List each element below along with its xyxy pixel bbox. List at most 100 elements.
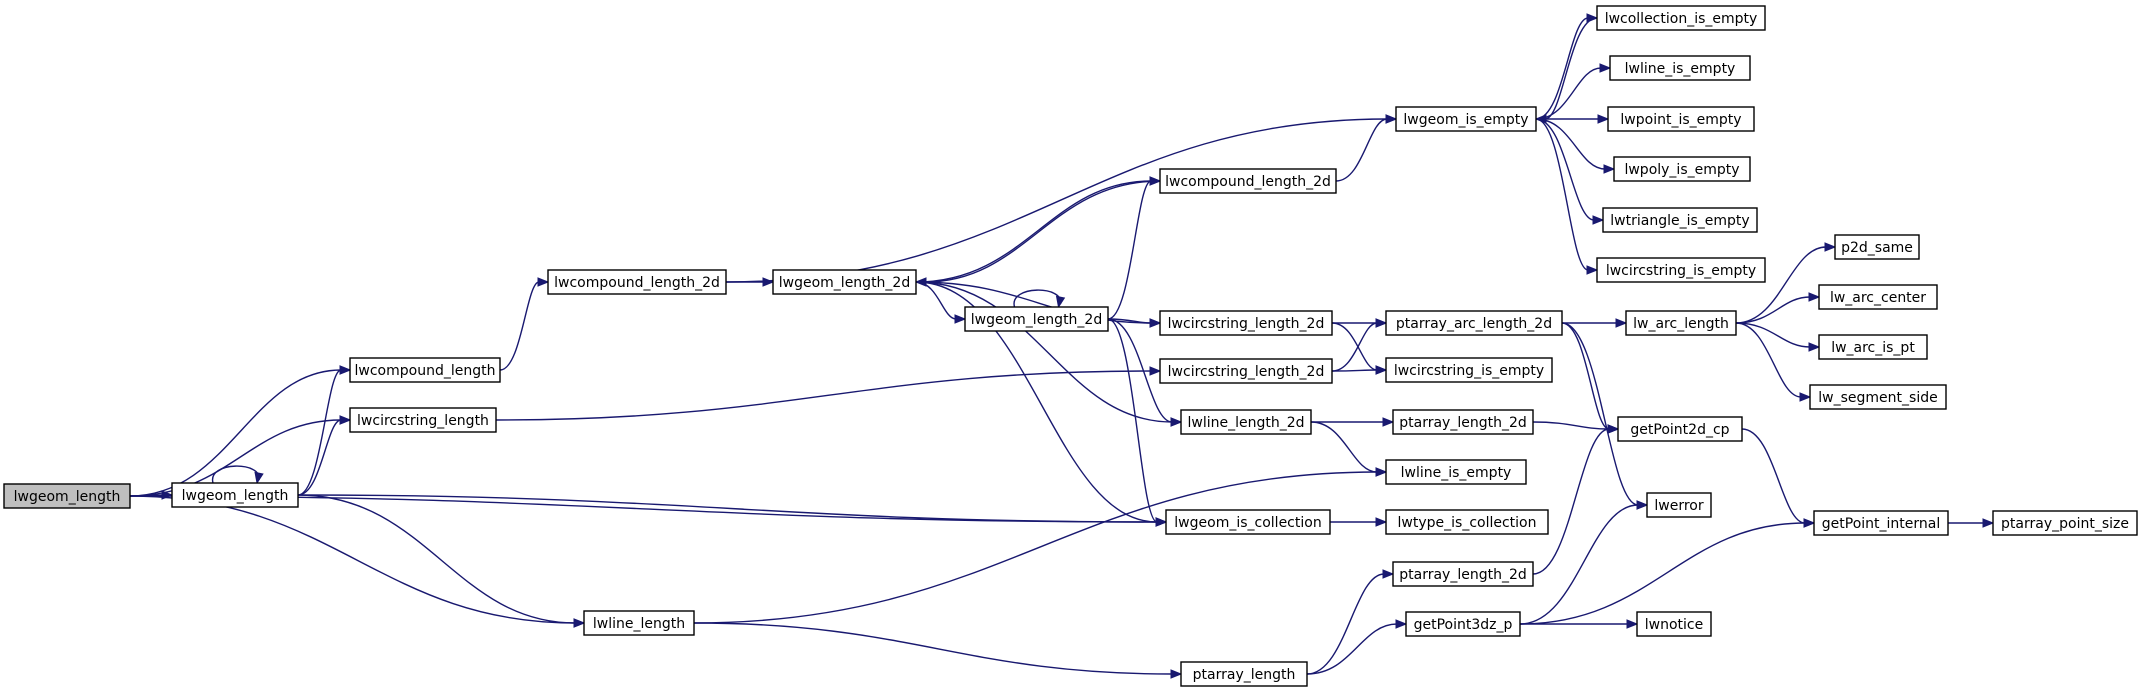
node-ptarray-point-size[interactable]: ptarray_point_size	[1992, 510, 2138, 536]
node-ptarray-arc-length-2d[interactable]: ptarray_arc_length_2d	[1385, 310, 1563, 336]
node-lwerror[interactable]: lwerror	[1646, 492, 1712, 518]
node-label: lwcompound_length_2d	[554, 275, 720, 291]
node-label: lwcircstring_length	[357, 413, 489, 429]
edge-lwcompound_length-to-lwcompound_length_2d_a	[499, 277, 550, 371]
node-getPoint-internal[interactable]: getPoint_internal	[1813, 510, 1949, 536]
node-lwgeom-is-collection[interactable]: lwgeom_is_collection	[1165, 509, 1331, 535]
edge-line	[1535, 17, 1589, 120]
node-lwgeom-length-2d-b[interactable]: lwgeom_length_2d	[964, 306, 1109, 332]
edge-lwgeom_length-to-lwgeom_length	[212, 465, 264, 485]
edge-ptarray_length_2d_b-to-getPoint2d_cp	[1532, 424, 1620, 575]
node-lwtriangle-is-empty[interactable]: lwtriangle_is_empty	[1602, 207, 1758, 233]
edge-lwgeom_length_2d_b-to-lwline_length_2d	[1107, 318, 1183, 427]
edge-lwcircstring_length-to-lwcircstring_length_2d_b	[495, 366, 1162, 421]
edge-lwcircstring_length_2d_b-to-lwcircstring_is_empty	[1331, 365, 1388, 375]
node-label: lwerror	[1654, 498, 1703, 514]
node-box	[1395, 106, 1537, 132]
arrowhead-icon	[1395, 619, 1408, 629]
edge-line	[1331, 369, 1378, 372]
arrowhead-icon	[1149, 366, 1162, 376]
node-label: lwcompound_length	[355, 363, 496, 379]
node-label: lw_arc_center	[1830, 290, 1926, 306]
edge-line	[1306, 573, 1385, 675]
edge-line	[1519, 504, 1639, 625]
edge-line	[1335, 118, 1388, 182]
node-lwcircstring-is-empty-top[interactable]: lwcircstring_is_empty	[1596, 257, 1766, 283]
node-box	[1813, 510, 1949, 536]
node-getPoint2d-cp[interactable]: getPoint2d_cp	[1617, 416, 1743, 442]
arrowhead-icon	[573, 618, 586, 628]
edge-line	[129, 495, 1158, 523]
node-label: ptarray_point_size	[2001, 516, 2129, 532]
node-lw-arc-length[interactable]: lw_arc_length	[1625, 310, 1737, 336]
node-p2d-same[interactable]: p2d_same	[1834, 234, 1920, 260]
node-lwgeom-length[interactable]: lwgeom_length	[171, 482, 299, 508]
node-lwcompound-length-2d-a[interactable]: lwcompound_length_2d	[547, 269, 727, 295]
arrowhead-icon	[1375, 318, 1388, 328]
node-lwcompound-length-2d-b[interactable]: lwcompound_length_2d	[1159, 168, 1337, 194]
arrowhead-icon	[537, 277, 550, 287]
node-lwtype-is-collection[interactable]: lwtype_is_collection	[1385, 509, 1549, 535]
node-box	[1607, 106, 1755, 132]
node-box	[1180, 409, 1312, 435]
arrowhead-icon	[954, 314, 967, 324]
edge-line	[499, 281, 540, 371]
node-lwgeom-length-root[interactable]: lwgeom_length	[3, 483, 131, 509]
nodes-layer: lwgeom_length lwgeom_length lwcompound_len…	[3, 5, 2138, 687]
node-lwcompound-length[interactable]: lwcompound_length	[349, 357, 501, 383]
edge-line	[1735, 246, 1827, 324]
node-lw-segment-side[interactable]: lw_segment_side	[1809, 384, 1947, 410]
arrowhead-icon	[1382, 569, 1395, 579]
node-box	[547, 269, 727, 295]
node-ptarray-length[interactable]: ptarray_length	[1180, 661, 1308, 687]
edge-lwgeom_is_empty-to-lwtriangle_is_empty	[1535, 118, 1605, 225]
edge-lwgeom_is_empty-to-lwcircstring_is_empty_top	[1535, 118, 1599, 275]
node-label: ptarray_arc_length_2d	[1396, 316, 1552, 332]
edge-ptarray_arc_length_2d-to-lwerror	[1561, 322, 1649, 510]
arrowhead-icon	[1799, 392, 1812, 402]
node-label: lwpoly_is_empty	[1624, 162, 1739, 178]
node-label: lwline_length_2d	[1187, 415, 1304, 431]
node-lwpoint-is-empty[interactable]: lwpoint_is_empty	[1607, 106, 1755, 132]
node-lwcircstring-length[interactable]: lwcircstring_length	[349, 407, 497, 433]
arrowhead-icon	[1382, 417, 1395, 427]
arrowhead-icon	[1586, 265, 1599, 275]
edge-lw_arc_length-to-lw_segment_side	[1735, 322, 1812, 402]
node-lwgeom-length-2d-a[interactable]: lwgeom_length_2d	[772, 269, 917, 295]
arrowhead-icon	[1626, 619, 1639, 629]
edge-lwgeom_is_empty-to-lwline_is_empty_top	[1535, 63, 1612, 120]
node-lwline-is-empty[interactable]: lwline_is_empty	[1385, 459, 1527, 485]
node-box	[1165, 509, 1331, 535]
node-label: lwcircstring_is_empty	[1394, 363, 1544, 379]
node-lwcircstring-is-empty[interactable]: lwcircstring_is_empty	[1385, 357, 1553, 383]
node-lwgeom-is-empty[interactable]: lwgeom_is_empty	[1395, 106, 1537, 132]
node-box	[1159, 310, 1333, 336]
node-lwline-is-empty-top[interactable]: lwline_is_empty	[1609, 55, 1751, 81]
edge-lwcompound_length_2d_b-to-lwgeom_length_2d_a	[914, 180, 1161, 287]
node-ptarray-length-2d-b[interactable]: ptarray_length_2d	[1392, 561, 1534, 587]
node-lwcollection-is-empty[interactable]: lwcollection_is_empty	[1596, 5, 1766, 31]
node-lw-arc-center[interactable]: lw_arc_center	[1818, 284, 1938, 310]
node-lwcircstring-length-2d-b[interactable]: lwcircstring_length_2d	[1159, 358, 1333, 384]
node-label: lwgeom_length_2d	[971, 312, 1102, 328]
node-box	[1180, 661, 1308, 687]
node-lwpoly-is-empty[interactable]: lwpoly_is_empty	[1613, 156, 1751, 182]
arrowhead-icon	[1055, 295, 1066, 309]
node-label: lwcircstring_is_empty	[1606, 263, 1756, 279]
node-label: ptarray_length_2d	[1399, 567, 1527, 583]
node-lwline-length[interactable]: lwline_length	[583, 610, 695, 636]
node-getPoint3dz-p[interactable]: getPoint3dz_p	[1405, 611, 1521, 637]
node-lwnotice[interactable]: lwnotice	[1636, 611, 1712, 637]
node-box	[1392, 409, 1534, 435]
node-label: getPoint3dz_p	[1414, 617, 1513, 633]
node-lwcircstring-length-2d-a[interactable]: lwcircstring_length_2d	[1159, 310, 1333, 336]
arrowhead-icon	[1385, 114, 1398, 124]
node-box	[1613, 156, 1751, 182]
node-lw-arc-is-pt[interactable]: lw_arc_is_pt	[1818, 334, 1928, 360]
arrowhead-icon	[1375, 365, 1388, 375]
node-ptarray-length-2d-a[interactable]: ptarray_length_2d	[1392, 409, 1534, 435]
arrowhead-icon	[1375, 517, 1388, 527]
edge-lwcircstring_length_2d_b-to-ptarray_arc_length_2d	[1331, 318, 1388, 372]
node-lwline-length-2d[interactable]: lwline_length_2d	[1180, 409, 1312, 435]
edge-line	[297, 419, 342, 496]
